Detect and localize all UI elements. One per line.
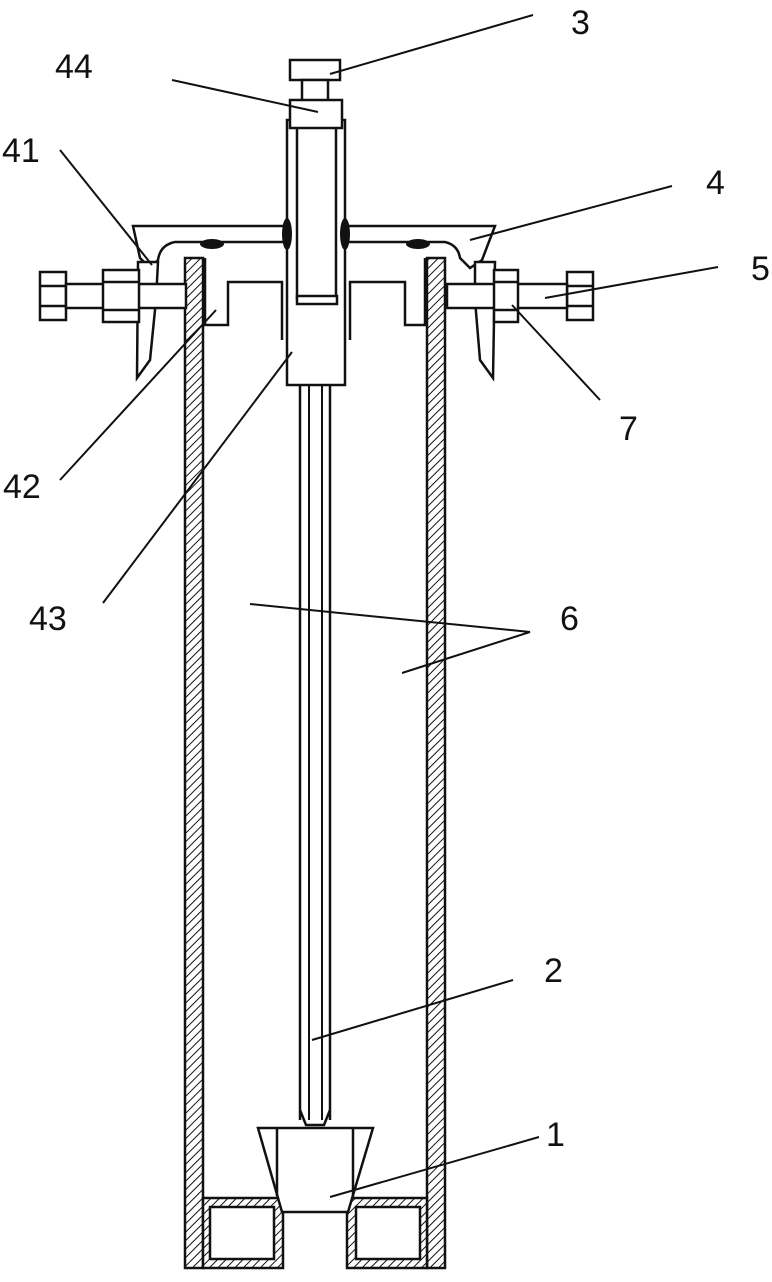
top-screw [288,58,344,130]
reference-labels: 3 44 41 4 5 7 42 43 6 2 1 [2,4,770,1154]
central-rod [298,300,332,1127]
left-tube-wall [183,256,205,1270]
label-4: 4 [706,164,725,202]
label-6: 6 [560,600,579,638]
label-44: 44 [55,48,93,86]
label-2: 2 [544,952,563,990]
label-42: 42 [3,468,41,506]
label-7: 7 [619,410,638,448]
label-1: 1 [546,1116,565,1154]
label-43: 43 [29,600,67,638]
outer-tube [183,256,447,1270]
right-tube-wall [425,256,447,1270]
leader-lines [59,14,719,1198]
label-41: 41 [2,132,40,170]
guide-sleeve [285,118,347,387]
label-3: 3 [571,4,590,42]
cone-plug [256,1126,375,1214]
label-5: 5 [751,250,770,288]
bolts [38,268,595,324]
